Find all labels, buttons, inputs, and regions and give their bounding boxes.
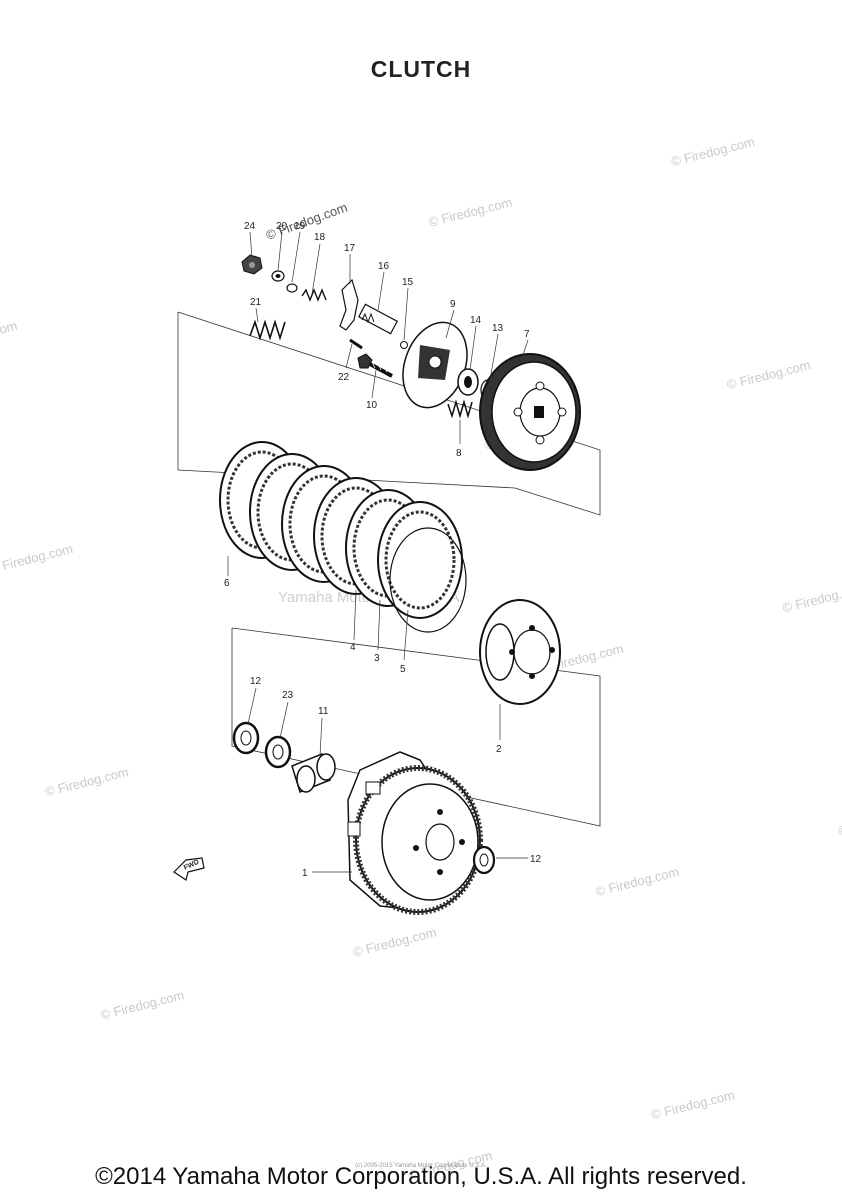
label-part-24: 24 xyxy=(244,221,256,232)
label-part-16: 16 xyxy=(378,261,390,272)
label-part-18: 18 xyxy=(314,232,326,243)
part-16-shaft xyxy=(358,303,398,335)
label-part-12-right: 12 xyxy=(530,854,542,865)
label-part-10: 10 xyxy=(366,400,378,411)
part-7-gear xyxy=(479,353,581,471)
label-part-12: 12 xyxy=(250,676,262,687)
fwd-arrow-icon: FWD xyxy=(173,857,205,881)
part-2-clutch-boss xyxy=(479,599,561,705)
label-part-20: 20 xyxy=(276,221,288,232)
part-11-sleeve xyxy=(291,753,336,793)
part-labels: 24 20 19 18 17 16 15 9 14 13 7 21 22 10 … xyxy=(224,221,542,879)
part-1-clutch-housing xyxy=(347,751,483,915)
watermark-text: © Firedog.com xyxy=(594,864,681,899)
part-24-nut xyxy=(241,254,263,275)
label-part-14: 14 xyxy=(470,315,482,326)
watermark-text: © Firedog.com xyxy=(351,924,438,959)
footer-small-copyright: (c) 2005-2015 Yamaha Motor Corporation, … xyxy=(355,1163,487,1169)
copyright-notice: ©2014 Yamaha Motor Corporation, U.S.A. A… xyxy=(95,1163,747,1190)
page-title: CLUTCH xyxy=(370,56,472,82)
watermark-text: © Firedog.com xyxy=(725,357,812,392)
label-part-8: 8 xyxy=(456,448,462,459)
label-part-13: 13 xyxy=(492,323,504,334)
watermark-text: © Firedog.com xyxy=(781,580,842,615)
part-12-washer-left xyxy=(232,721,260,755)
label-part-3: 3 xyxy=(374,653,380,664)
label-part-5: 5 xyxy=(400,664,406,675)
part-22-pin xyxy=(349,338,363,350)
leader-lines xyxy=(227,231,529,873)
watermark-text: © Firedog.com xyxy=(0,318,19,353)
part-17-lever xyxy=(339,278,359,331)
watermark-text: © Firedog.com xyxy=(650,1087,737,1122)
part-14-bearing xyxy=(457,368,479,396)
part-19-washer xyxy=(286,283,298,293)
watermark-text: © Firedog.com xyxy=(670,134,757,169)
part-12-washer-right xyxy=(472,845,496,875)
part-23-washer xyxy=(264,735,292,769)
watermark-group: © Firedog.com © Firedog.com © Firedog.co… xyxy=(0,134,842,1183)
label-part-9: 9 xyxy=(450,299,456,310)
watermark-text: © Firedog.com xyxy=(837,803,842,838)
clutch-plate-stack xyxy=(219,441,467,633)
label-part-11: 11 xyxy=(318,706,329,717)
part-20-washer xyxy=(271,270,285,282)
label-part-2: 2 xyxy=(496,744,502,755)
label-part-6: 6 xyxy=(224,578,230,589)
part-8-spring xyxy=(447,399,473,419)
watermark-text: © Firedog.com xyxy=(43,764,130,799)
label-part-23: 23 xyxy=(282,690,294,701)
label-part-15: 15 xyxy=(402,277,414,288)
part-10-bolt xyxy=(357,353,394,378)
part-21-spring xyxy=(249,319,286,341)
label-part-21: 21 xyxy=(250,297,262,308)
watermark-text: © Firedog.com xyxy=(0,541,74,576)
label-part-17: 17 xyxy=(344,243,356,254)
part-9-pressure-plate xyxy=(402,321,468,409)
label-part-7: 7 xyxy=(524,329,530,340)
part-18-spring xyxy=(301,288,327,302)
watermark-text: © Firedog.com xyxy=(99,987,186,1022)
part-15-ball xyxy=(400,341,408,349)
label-part-1: 1 xyxy=(302,868,308,879)
label-part-19: 19 xyxy=(294,221,306,232)
watermark-text: © Firedog.com xyxy=(427,194,514,229)
label-part-4: 4 xyxy=(350,642,356,653)
label-part-22: 22 xyxy=(338,372,350,383)
outline-lower xyxy=(231,627,601,827)
